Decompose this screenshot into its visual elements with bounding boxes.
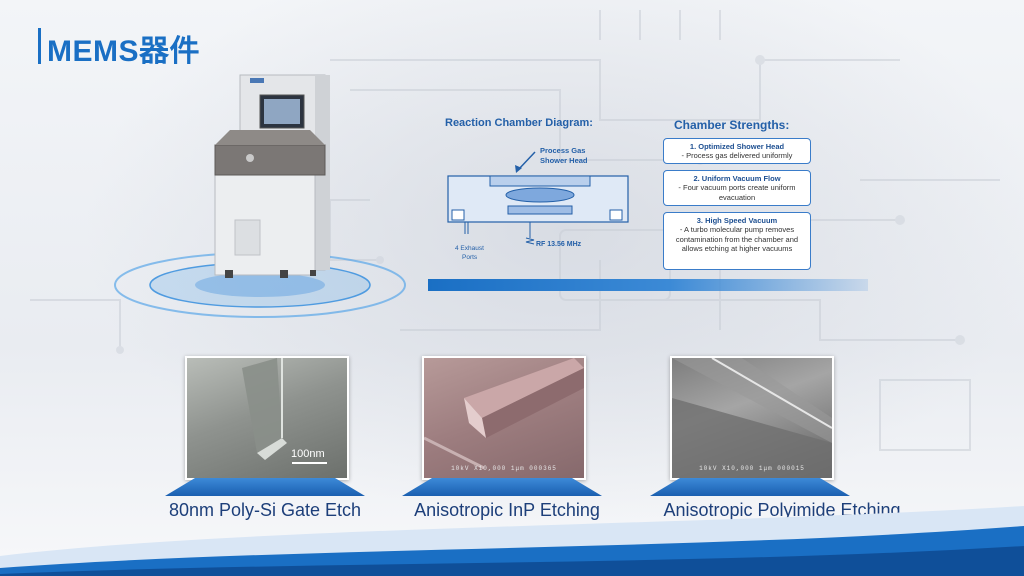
strength-text: - A turbo molecular pump removes contami… xyxy=(675,225,799,254)
sem-image-poly-si: 100nm xyxy=(185,356,349,480)
caption-pedestal xyxy=(650,478,850,496)
sem-info-text: 10kV X10,000 1μm 000015 xyxy=(699,465,805,472)
rf-label: RF 13.56 MHz xyxy=(536,241,582,248)
strength-text: - Process gas delivered uniformly xyxy=(681,151,793,161)
page-title: MEMS器件 xyxy=(47,35,200,68)
exhaust-label-2: Ports xyxy=(462,254,478,261)
sem-info-text: 10kV X10,000 1μm 000365 xyxy=(451,465,557,472)
shower-head-label-2: Shower Head xyxy=(540,156,588,165)
strength-card-3: 3. High Speed Vacuum - A turbo molecular… xyxy=(663,212,811,270)
photo-caption: 80nm Poly-Si Gate Etch xyxy=(168,500,362,520)
caption-pedestal xyxy=(165,478,365,496)
strength-heading: 3. High Speed Vacuum xyxy=(696,216,778,225)
caption-pedestal xyxy=(402,478,602,496)
scale-bar-label: 100nm xyxy=(291,448,325,460)
strength-card-1: 1. Optimized Shower Head - Process gas d… xyxy=(663,138,811,164)
strength-heading: 2. Uniform Vacuum Flow xyxy=(693,174,781,183)
photo-caption: Anisotropic InP Etching xyxy=(414,500,600,520)
strengths-title: Chamber Strengths: xyxy=(674,118,790,132)
strength-text: - Four vacuum ports create uniform evacu… xyxy=(678,183,796,202)
sem-image-inp: 10kV X10,000 1μm 000365 xyxy=(422,356,586,480)
reaction-chamber-diagram: Process Gas Shower Head 4 Exhaust Ports … xyxy=(447,146,629,261)
sem-image-polyimide: 10kV X10,000 1μm 000015 xyxy=(670,356,834,480)
blue-accent-strip xyxy=(428,279,868,291)
shower-head-label-1: Process Gas xyxy=(540,146,585,155)
strength-heading: 1. Optimized Shower Head xyxy=(689,142,785,151)
diagram-title: Reaction Chamber Diagram: xyxy=(445,117,593,129)
strength-card-2: 2. Uniform Vacuum Flow - Four vacuum por… xyxy=(663,170,811,206)
bottom-wave-decoration xyxy=(0,506,1024,576)
title-accent-bar xyxy=(38,28,41,64)
exhaust-label-1: 4 Exhaust xyxy=(455,245,484,252)
photo-caption: Anisotropic Polyimide Etching xyxy=(663,500,901,520)
etching-machine-image xyxy=(114,74,406,318)
